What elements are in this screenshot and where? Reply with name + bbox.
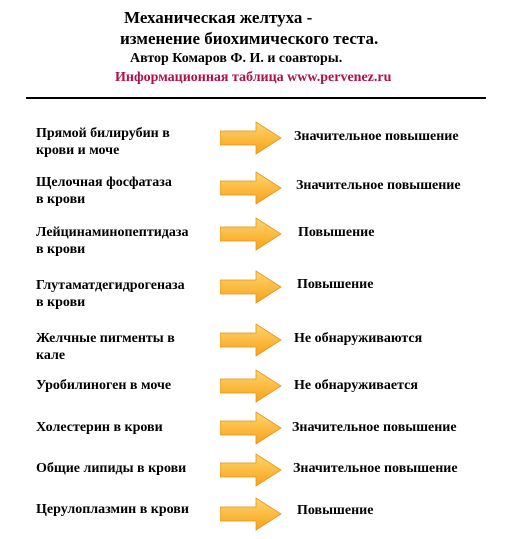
parameter-label: Желчные пигменты в кале [36, 330, 216, 364]
parameter-label-line2: в крови [36, 192, 86, 207]
author-line: Автор Комаров Ф. И. и соавторы. [130, 51, 343, 66]
right-arrow-icon [220, 323, 282, 357]
result-text: Значительное повышение [293, 461, 458, 476]
parameter-label-line1: Холестерин в крови [36, 420, 163, 435]
right-arrow-icon [220, 270, 282, 304]
right-arrow-icon [220, 369, 282, 403]
result-text: Повышение [297, 503, 374, 518]
parameter-label: Общие липиды в крови [36, 460, 216, 477]
header-divider [26, 97, 486, 99]
right-arrow-icon [220, 171, 282, 205]
parameter-label-line2: кале [36, 348, 66, 363]
info-source-line: Информационная таблица www.pervenez.ru [115, 70, 392, 85]
parameter-label-line2: в крови [36, 295, 86, 310]
result-text: Значительное повышение [292, 420, 457, 435]
parameter-label: Церулоплазмин в крови [36, 501, 216, 518]
parameter-label: Щелочная фосфатаза в крови [36, 174, 216, 208]
parameter-label-line1: Желчные пигменты в [36, 331, 175, 346]
parameter-label-line1: Уробилиноген в моче [36, 378, 172, 393]
parameter-label-line1: Глутаматдегидрогеназа [36, 278, 185, 293]
right-arrow-icon [220, 217, 282, 251]
parameter-label-line2: крови и моче [36, 143, 120, 158]
result-text: Не обнаруживаются [294, 331, 423, 346]
result-text: Повышение [298, 225, 375, 240]
parameter-label-line1: Прямой билирубин в [36, 126, 170, 141]
parameter-label-line1: Щелочная фосфатаза [36, 175, 172, 190]
parameter-label-line1: Церулоплазмин в крови [36, 502, 189, 517]
parameter-label: Холестерин в крови [36, 419, 216, 436]
right-arrow-icon [220, 453, 282, 487]
result-text: Повышение [297, 277, 374, 292]
right-arrow-icon [220, 121, 282, 155]
result-text: Значительное повышение [296, 178, 461, 193]
parameter-label: Глутаматдегидрогеназа в крови [36, 277, 216, 311]
right-arrow-icon [220, 497, 282, 531]
page-subtitle: изменение биохимического теста. [120, 29, 379, 48]
parameter-label-line1: Общие липиды в крови [36, 461, 187, 476]
result-text: Не обнаруживается [294, 378, 418, 393]
parameter-label-line1: Лейцинаминопептидаза [36, 225, 189, 240]
right-arrow-icon [220, 411, 282, 445]
parameter-label: Прямой билирубин в крови и моче [36, 125, 216, 159]
result-text: Значительное повышение [294, 129, 459, 144]
page-title: Механическая желтуха - [124, 8, 313, 27]
parameter-label-line2: в крови [36, 242, 86, 257]
parameter-label: Уробилиноген в моче [36, 377, 216, 394]
parameter-label: Лейцинаминопептидаза в крови [36, 224, 216, 258]
